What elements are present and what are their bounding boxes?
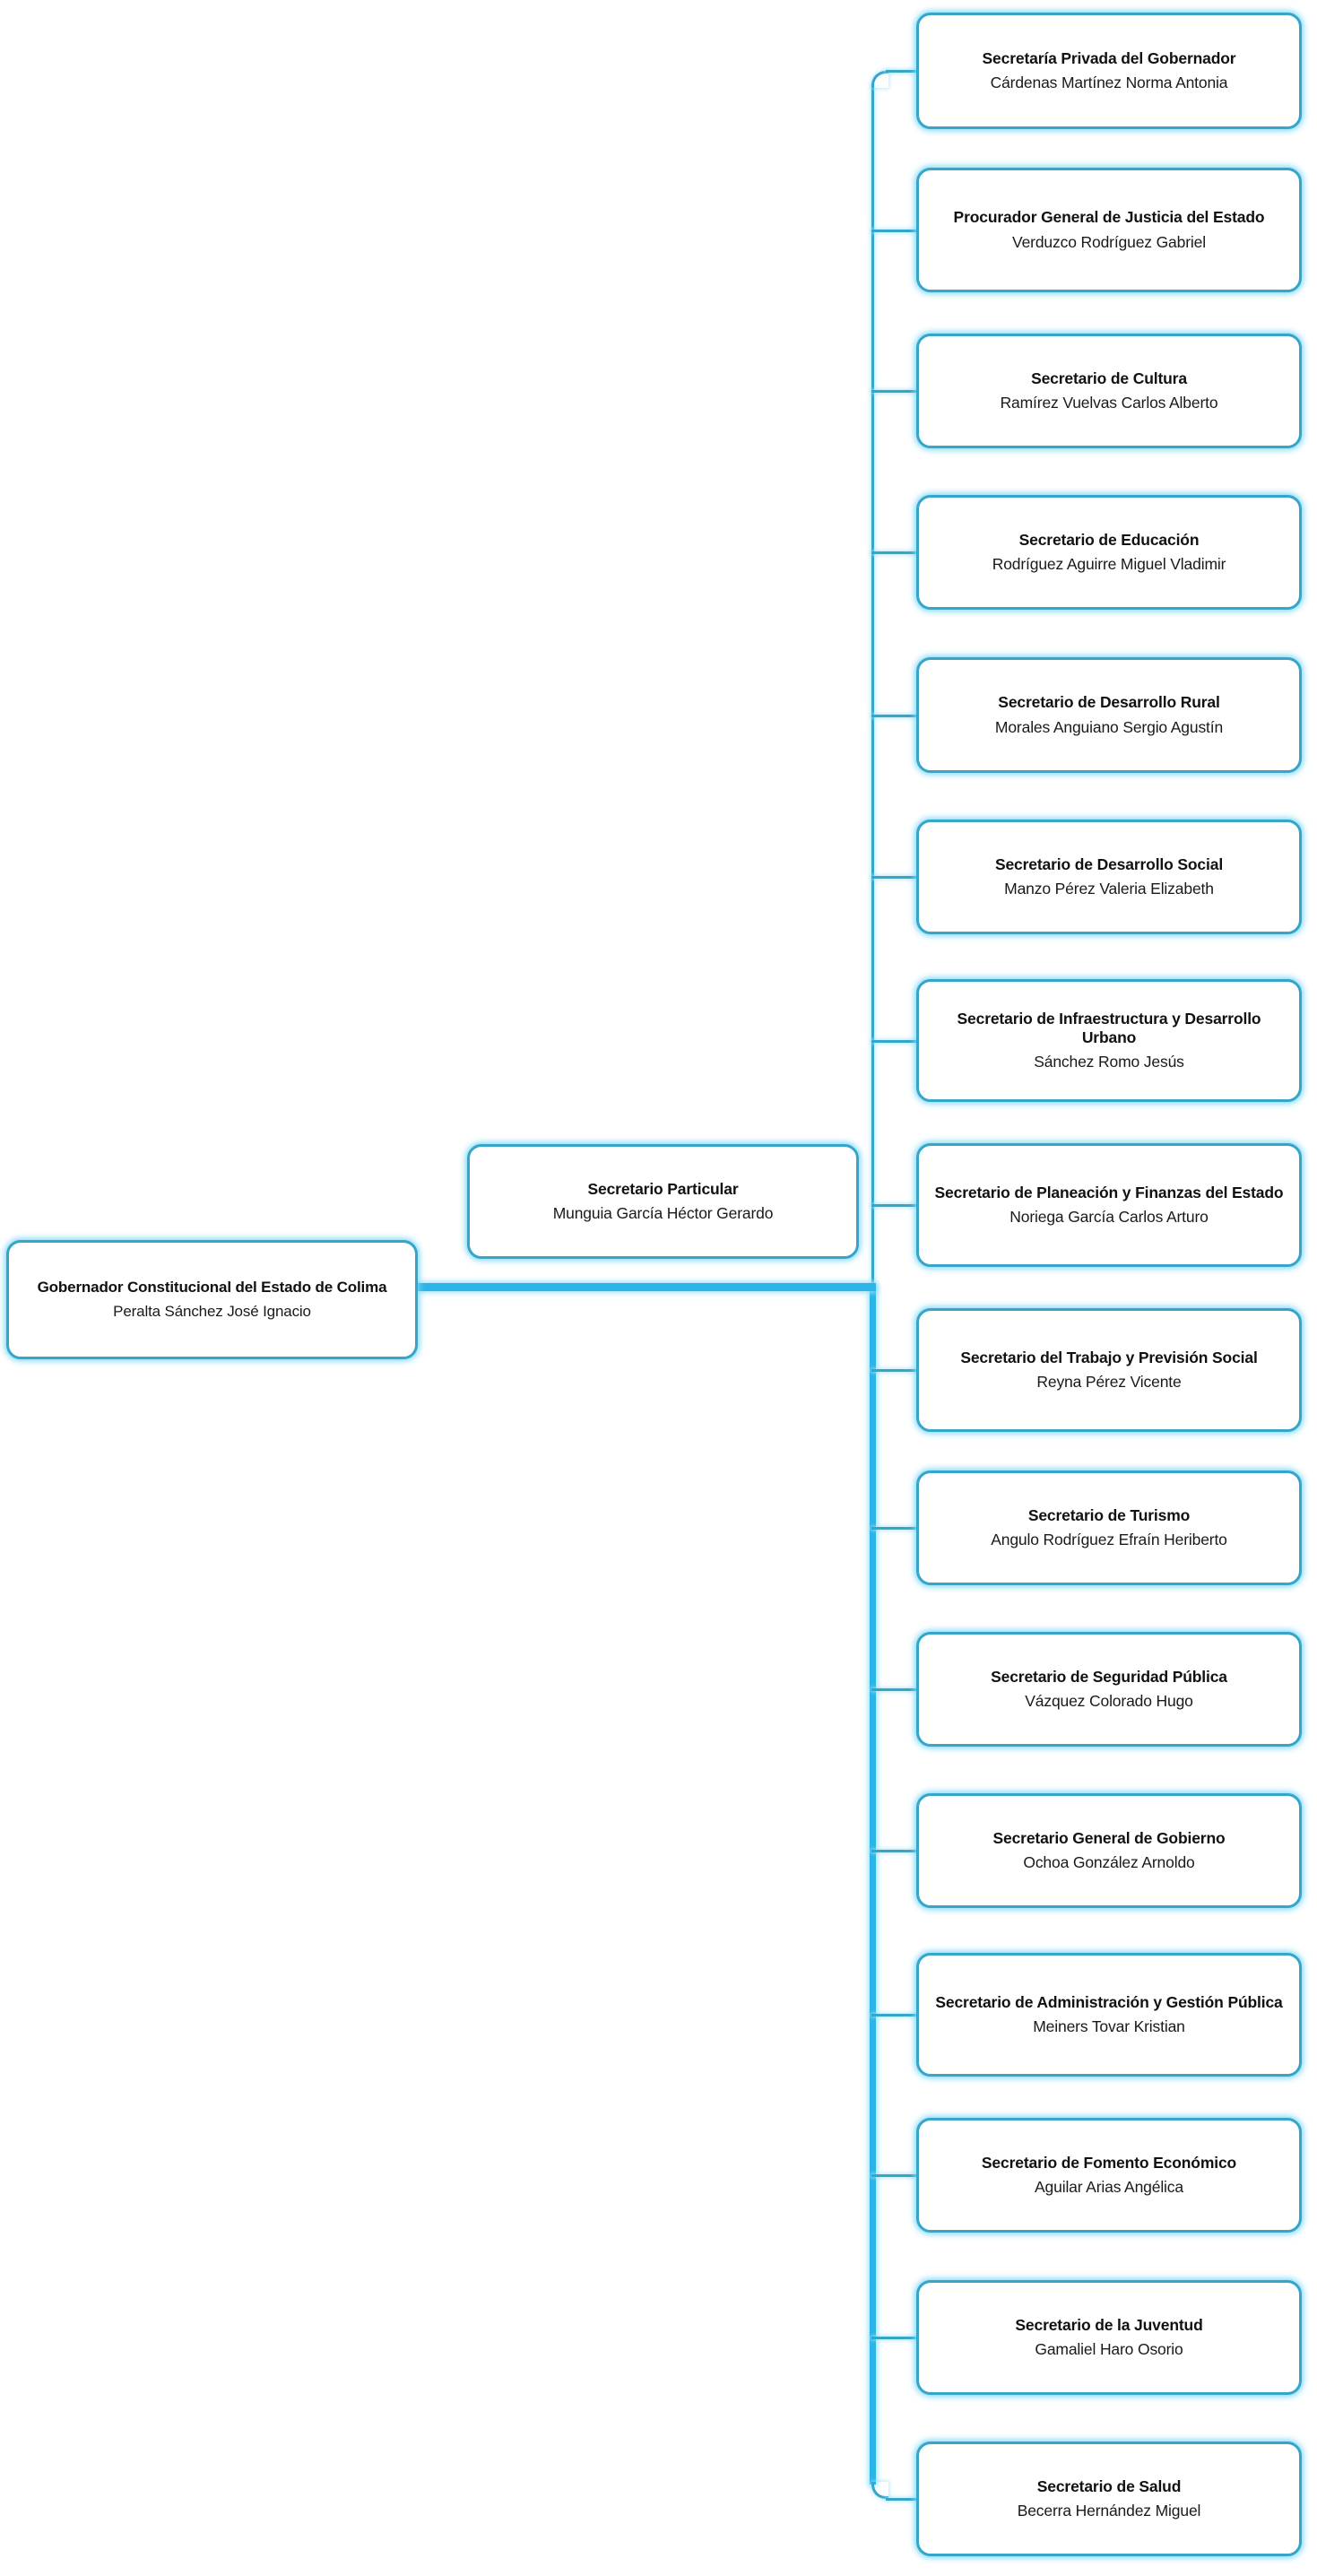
node-title: Secretario de la Juventud bbox=[1015, 2315, 1203, 2334]
node-title: Secretario de Cultura bbox=[1031, 369, 1187, 387]
spine-upper bbox=[871, 85, 874, 1287]
branch-stub bbox=[886, 2498, 916, 2501]
branch-stub bbox=[871, 715, 916, 717]
node-person: Meiners Tovar Kristian bbox=[1033, 2017, 1185, 2036]
node-title: Secretario de Infraestructura y Desarrol… bbox=[957, 1009, 1261, 1046]
node-title: Secretario de Administración y Gestión P… bbox=[935, 1992, 1283, 2011]
branch-stub bbox=[871, 1688, 916, 1691]
branch-stub bbox=[871, 1850, 916, 1852]
node-title: Secretario de Desarrollo Social bbox=[994, 854, 1224, 873]
node-person: Aguilar Arias Angélica bbox=[1035, 2178, 1183, 2197]
node-person: Gamaliel Haro Osorio bbox=[1035, 2340, 1183, 2359]
node-person: Sánchez Romo Jesús bbox=[1034, 1053, 1184, 1071]
node-secretario-particular[interactable]: Secretario Particular Munguia García Héc… bbox=[467, 1144, 859, 1259]
node-branch[interactable]: Secretario del Trabajo y Previsión Socia… bbox=[916, 1308, 1302, 1432]
node-person: Peralta Sánchez José Ignacio bbox=[113, 1302, 311, 1320]
node-title: Secretaría Privada del Gobernador bbox=[982, 48, 1236, 67]
node-person: Ochoa González Arnoldo bbox=[1023, 1853, 1195, 1872]
spine-lower bbox=[870, 1287, 876, 2485]
node-person: Reyna Pérez Vicente bbox=[1036, 1373, 1182, 1392]
node-person: Angulo Rodríguez Efraín Heriberto bbox=[991, 1531, 1227, 1549]
node-branch[interactable]: Secretario de Administración y Gestión P… bbox=[916, 1953, 1302, 2077]
node-person: Noriega García Carlos Arturo bbox=[1009, 1208, 1209, 1227]
node-person: Morales Anguiano Sergio Agustín bbox=[994, 717, 1224, 736]
node-gobernador[interactable]: Gobernador Constitucional del Estado de … bbox=[6, 1240, 418, 1359]
node-title: Gobernador Constitucional del Estado de … bbox=[37, 1278, 387, 1296]
node-branch[interactable]: Secretario de Planeación y Finanzas del … bbox=[916, 1143, 1302, 1267]
branch-stub bbox=[871, 1040, 916, 1043]
node-person: Manzo Pérez Valeria Elizabeth bbox=[1004, 880, 1214, 898]
node-title: Secretario de Turismo bbox=[1027, 1505, 1191, 1524]
branch-stub bbox=[871, 230, 916, 232]
node-title: Secretario de Desarrollo Rural bbox=[998, 693, 1220, 712]
branch-stub bbox=[871, 1527, 916, 1530]
node-title: Secretario Particular bbox=[587, 1179, 739, 1198]
node-branch[interactable]: Procurador General de Justicia del Estad… bbox=[916, 168, 1302, 292]
trunk-root-to-spine bbox=[418, 1283, 876, 1291]
node-title: Secretario de Seguridad Pública bbox=[991, 1667, 1227, 1686]
node-person: Munguia García Héctor Gerardo bbox=[552, 1204, 774, 1223]
branch-stub bbox=[871, 2014, 916, 2017]
node-title: Procurador General de Justicia del Estad… bbox=[953, 208, 1265, 227]
node-title: Secretario del Trabajo y Previsión Socia… bbox=[960, 1348, 1258, 1366]
node-title: Secretario de Planeación y Finanzas del … bbox=[934, 1183, 1284, 1201]
branch-stub bbox=[871, 2337, 916, 2339]
branch-stub bbox=[871, 551, 916, 554]
branch-stub bbox=[871, 1369, 916, 1372]
spine-bottom-elbow bbox=[871, 2482, 888, 2499]
branch-stub bbox=[871, 1204, 916, 1207]
branch-stub bbox=[871, 390, 916, 393]
node-title: Secretario de Educación bbox=[1018, 530, 1200, 549]
spine-top-elbow bbox=[871, 71, 888, 88]
node-person: Cárdenas Martínez Norma Antonia bbox=[990, 74, 1228, 92]
node-person: Rodríguez Aguirre Miguel Vladimir bbox=[992, 555, 1226, 574]
branch-stub bbox=[871, 876, 916, 879]
branch-stub bbox=[886, 70, 916, 73]
node-person: Verduzco Rodríguez Gabriel bbox=[1012, 232, 1206, 251]
node-title: Secretario de Salud bbox=[1036, 2476, 1182, 2495]
node-person: Ramírez Vuelvas Carlos Alberto bbox=[1000, 394, 1218, 412]
node-title: Secretario General de Gobierno bbox=[992, 1828, 1226, 1847]
branch-stub bbox=[871, 2174, 916, 2177]
node-person: Becerra Hernández Miguel bbox=[1017, 2502, 1201, 2520]
node-title: Secretario de Fomento Económico bbox=[981, 2153, 1237, 2172]
node-branch[interactable]: Secretario de Infraestructura y Desarrol… bbox=[916, 979, 1302, 1102]
node-person: Vázquez Colorado Hugo bbox=[1025, 1692, 1193, 1711]
